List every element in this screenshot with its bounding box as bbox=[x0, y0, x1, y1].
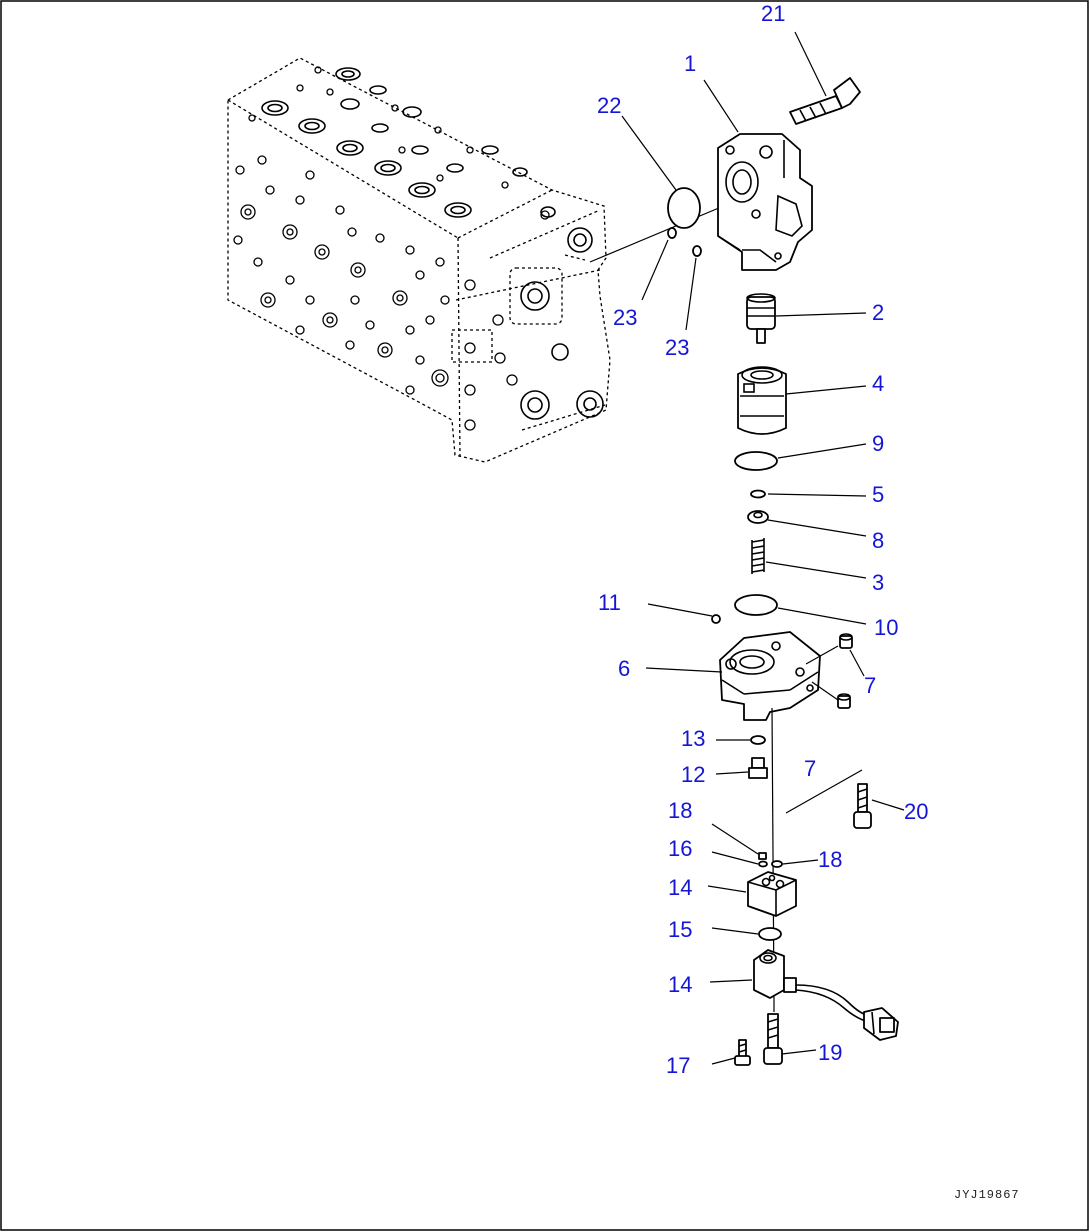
callout-17: 17 bbox=[666, 1053, 690, 1078]
part-13-o-ring bbox=[750, 735, 766, 745]
callout-7-b: 7 bbox=[804, 756, 816, 781]
bolt-20-axis-line bbox=[785, 769, 863, 814]
callout-16: 16 bbox=[668, 836, 692, 861]
callout-22: 22 bbox=[597, 93, 621, 118]
part-14-solenoid bbox=[753, 949, 873, 1023]
callout-13: 13 bbox=[681, 726, 705, 751]
callout-18-b: 18 bbox=[818, 847, 842, 872]
part-17-screw bbox=[734, 1039, 751, 1066]
callout-19: 19 bbox=[818, 1040, 842, 1065]
part-14-connector bbox=[863, 1007, 899, 1041]
callout-11: 11 bbox=[598, 590, 621, 615]
callout-9: 9 bbox=[872, 431, 884, 456]
mounting-axis-line bbox=[589, 204, 727, 263]
part-5-ring bbox=[750, 489, 766, 499]
part-9-o-ring bbox=[734, 451, 778, 471]
top-ports bbox=[248, 66, 556, 218]
callout-labels: 21 1 22 23 23 2 4 9 5 8 3 11 10 6 7 7 13… bbox=[597, 1, 928, 1078]
part-3-spring bbox=[751, 538, 765, 574]
drawing-code: JYJ19867 bbox=[954, 1188, 1020, 1202]
part-6-cover bbox=[719, 631, 821, 721]
part-19-bolt bbox=[763, 1013, 783, 1065]
callout-12: 12 bbox=[681, 762, 705, 787]
callout-4: 4 bbox=[872, 371, 884, 396]
part-11-ball bbox=[711, 614, 721, 624]
plug-a-leader bbox=[805, 645, 839, 665]
callout-5: 5 bbox=[872, 482, 884, 507]
part-8-seat bbox=[747, 510, 769, 524]
part-10-o-ring bbox=[734, 594, 778, 616]
part-1-valve-housing bbox=[717, 133, 813, 271]
callout-1: 1 bbox=[684, 51, 696, 76]
part-7-plug-b bbox=[837, 693, 851, 709]
part-22-o-ring bbox=[667, 187, 701, 229]
part-18-seal-a bbox=[758, 852, 767, 860]
part-14-block-upper bbox=[747, 871, 797, 917]
leader-lines bbox=[621, 31, 905, 1065]
callout-6: 6 bbox=[618, 656, 630, 681]
part-15-o-ring bbox=[758, 927, 782, 941]
part-23-o-ring-a bbox=[667, 227, 677, 239]
part-18-seal-b bbox=[771, 860, 783, 868]
callout-23-b: 23 bbox=[665, 335, 689, 360]
callout-14-a: 14 bbox=[668, 875, 692, 900]
part-23-o-ring-b bbox=[692, 245, 702, 257]
part-2-spool bbox=[746, 293, 776, 344]
callout-7-a: 7 bbox=[864, 673, 876, 698]
callout-15: 15 bbox=[668, 917, 692, 942]
part-16-ring bbox=[758, 860, 768, 868]
part-4-sleeve bbox=[737, 366, 787, 435]
callout-20: 20 bbox=[904, 799, 928, 824]
part-20-bolt bbox=[853, 783, 872, 829]
callout-18-a: 18 bbox=[668, 798, 692, 823]
part-7-plug-a bbox=[839, 633, 853, 649]
callout-8: 8 bbox=[872, 528, 884, 553]
side-ports bbox=[233, 155, 450, 395]
callout-21: 21 bbox=[761, 1, 785, 26]
callout-23-a: 23 bbox=[613, 305, 637, 330]
end-face-bosses bbox=[451, 210, 604, 431]
part-21-bolt bbox=[789, 77, 861, 125]
plug-b-leader bbox=[811, 681, 839, 701]
control-valve-body bbox=[227, 57, 611, 463]
callout-10: 10 bbox=[874, 615, 898, 640]
callout-14-b: 14 bbox=[668, 972, 692, 997]
callout-2: 2 bbox=[872, 300, 884, 325]
part-12-fitting bbox=[748, 757, 768, 779]
callout-3: 3 bbox=[872, 570, 884, 595]
